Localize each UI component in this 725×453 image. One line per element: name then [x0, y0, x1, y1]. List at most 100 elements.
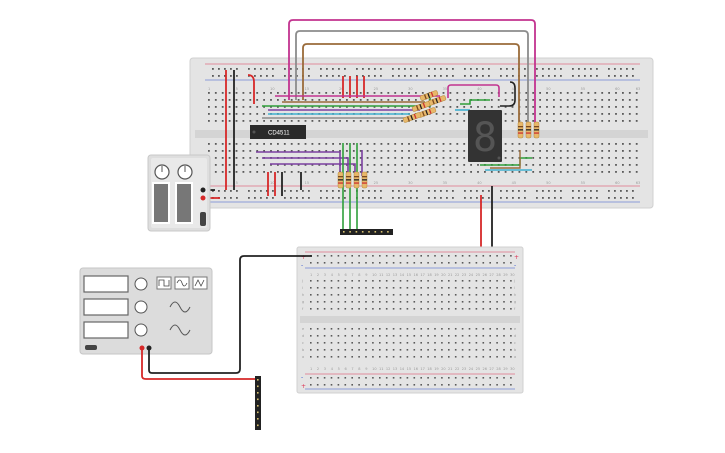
breadboard-small[interactable]: + + - - 11223344556677889910101111121213… [296, 246, 524, 394]
resistor[interactable] [337, 171, 344, 189]
header-pin[interactable] [257, 424, 259, 427]
column-number: 10 [270, 181, 274, 185]
resistor[interactable] [417, 107, 437, 118]
column-number: 40 [477, 181, 481, 185]
resistor[interactable] [525, 121, 532, 139]
small-column-number: 3 [324, 273, 326, 277]
header-pin[interactable] [257, 411, 259, 414]
column-number: 63 [636, 87, 640, 91]
column-number: 60 [615, 181, 619, 185]
header-pins-bottom[interactable] [255, 376, 261, 430]
resistor-group[interactable] [337, 90, 540, 189]
seven-segment-display[interactable]: 8 [468, 110, 502, 162]
resistor[interactable] [353, 171, 360, 189]
function-generator[interactable] [79, 267, 213, 355]
supply-terminal-red[interactable] [200, 195, 206, 201]
fg-power-switch[interactable] [85, 345, 97, 350]
fg-knob-3[interactable] [134, 323, 148, 337]
column-number: 25 [374, 87, 378, 91]
wire-red-5[interactable] [247, 74, 255, 104]
supply-power-switch[interactable] [200, 212, 206, 226]
small-row-letter: a [514, 355, 516, 359]
small-column-number: 16 [414, 273, 418, 277]
resistor[interactable] [402, 112, 422, 123]
header-pin[interactable] [349, 231, 351, 233]
bottom-rail-holes[interactable] [212, 190, 634, 199]
wire-brown-display-low[interactable] [490, 150, 521, 169]
wire-black-fg[interactable] [148, 255, 312, 374]
resistor[interactable] [411, 101, 431, 112]
header-pin[interactable] [257, 418, 259, 420]
small-column-number: 28 [496, 367, 500, 371]
small-row-letter: g [302, 300, 304, 304]
header-pin[interactable] [374, 231, 377, 233]
wire-magenta-display[interactable] [447, 84, 500, 98]
small-column-number: 10 [372, 367, 376, 371]
column-number: 10 [270, 87, 274, 91]
resistor[interactable] [517, 121, 524, 139]
column-number: 35 [443, 87, 447, 91]
overhead-wires[interactable] [288, 19, 536, 125]
small-column-number: 26 [483, 367, 487, 371]
small-row-letter: e [514, 327, 516, 331]
small-column-number: 4 [331, 367, 334, 371]
wire-purple-low-2[interactable] [262, 157, 349, 176]
column-number: 63 [636, 181, 640, 185]
power-supply[interactable] [147, 154, 211, 232]
fg-knob-2[interactable] [134, 300, 148, 314]
supply-terminal-black[interactable] [200, 187, 206, 193]
small-column-number: 14 [400, 367, 405, 371]
resistor[interactable] [533, 121, 540, 139]
small-row-letter: j [301, 279, 303, 283]
small-row-letter: j [513, 279, 515, 283]
small-rail-plus-left: + [301, 254, 306, 261]
small-column-number: 12 [386, 273, 390, 277]
wire-black-display[interactable] [500, 81, 516, 107]
header-pin[interactable] [355, 231, 358, 233]
small-column-number: 26 [483, 273, 487, 277]
header-pin[interactable] [361, 231, 364, 233]
board-wires[interactable] [203, 70, 532, 255]
breadboard-top-channel [195, 130, 648, 138]
small-column-number: 22 [455, 367, 459, 371]
waveform-preview-2-icon [169, 324, 191, 336]
square-wave-icon [158, 279, 170, 287]
header-pin[interactable] [257, 405, 259, 407]
wire-brown-long[interactable] [302, 43, 520, 125]
small-column-number: 6 [345, 367, 347, 371]
small-row-letter: h [514, 293, 516, 297]
column-number: 45 [512, 181, 516, 185]
resistor[interactable] [345, 171, 352, 189]
header-pin[interactable] [257, 398, 259, 401]
small-row-letter: i [302, 286, 303, 290]
column-number: 15 [305, 87, 309, 91]
column-number: 20 [339, 87, 343, 91]
fg-display-3 [83, 321, 129, 339]
small-row-letter: g [514, 300, 516, 304]
wire-purple-low-1[interactable] [256, 151, 341, 176]
resistor[interactable] [361, 171, 368, 189]
header-pin[interactable] [380, 231, 383, 233]
header-pins-top[interactable] [340, 229, 393, 235]
column-number: 25 [374, 181, 378, 185]
fg-knob-1[interactable] [134, 277, 148, 291]
cd4511-chip[interactable]: CD4511 [250, 125, 306, 139]
wire-gray-long[interactable] [295, 30, 529, 125]
wire-green-display[interactable] [460, 99, 490, 105]
small-row-letter: b [514, 348, 517, 352]
header-pin[interactable] [387, 231, 389, 233]
header-pin[interactable] [257, 379, 259, 381]
resistor[interactable] [419, 90, 439, 101]
wire-magenta-long[interactable] [288, 19, 536, 125]
column-number: 55 [581, 181, 585, 185]
wire-red-fg[interactable] [141, 348, 256, 380]
triangle-wave-button[interactable] [192, 276, 208, 290]
small-row-letter: b [302, 348, 305, 352]
small-column-number: 1 [310, 367, 312, 371]
header-pin[interactable] [368, 231, 370, 233]
header-pin[interactable] [257, 385, 259, 388]
column-number: 30 [408, 87, 412, 91]
header-pin[interactable] [343, 231, 345, 233]
header-pin[interactable] [257, 392, 259, 394]
